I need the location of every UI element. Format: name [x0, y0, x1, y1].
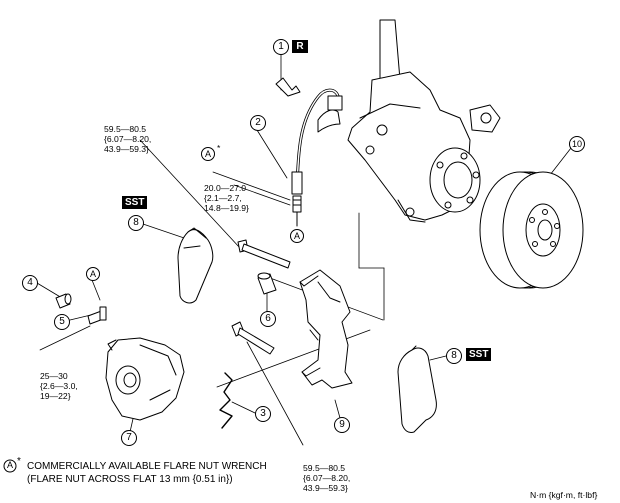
caliper-bracket [299, 269, 353, 389]
bracket-bolt-upper [237, 239, 291, 269]
units-label: N·m {kgf·m, ft·lbf} [530, 490, 598, 500]
legend-line-2: (FLARE NUT ACROSS FLAT 13 mm {0.51 in}) [27, 474, 233, 485]
legend-line-1: COMMERCIALLY AVAILABLE FLARE NUT WRENCH [27, 461, 267, 472]
torque-bleeder: 25—30{2.6—3.0,19—22} [40, 371, 78, 401]
brake-hose [291, 88, 343, 227]
bleeder-cap [55, 293, 72, 309]
callout-10: 10 [569, 136, 585, 152]
legend-asterisk: * [17, 456, 21, 467]
callout-7: 7 [121, 430, 137, 446]
bleeder-screw [87, 306, 107, 325]
sst-badge-right: SST [466, 348, 492, 361]
caliper-body [105, 337, 185, 421]
callout-9: 9 [334, 417, 350, 433]
legend-marker-circle [3, 459, 17, 473]
marker-a-torque: A [201, 147, 215, 161]
callout-2: 2 [250, 115, 266, 131]
callout-5: 5 [54, 314, 70, 330]
marker-a-bleeder: A [86, 267, 100, 281]
marker-a-hose: A [290, 229, 304, 243]
sst-badge-top: SST [122, 196, 148, 209]
guide-pin-bushing [257, 272, 277, 295]
callout-4: 4 [22, 275, 38, 291]
hose-clip [275, 77, 301, 97]
torque-bolt-lower: 59.5—80.5{6.07—8.20,43.9—59.3} [303, 463, 351, 493]
bracket-bolt-lower [231, 321, 275, 355]
callout-1: 1 [273, 39, 289, 55]
disc-pad-inner [177, 227, 214, 304]
spring-clip [219, 372, 233, 429]
callout-6: 6 [260, 311, 276, 327]
legend-marker-a: A [7, 460, 14, 470]
disc-plate [479, 171, 584, 289]
callout-8-inner-pad: 8 [128, 215, 144, 231]
callout-8-outer-pad: 8 [446, 348, 462, 364]
torque-bolt-upper: 59.5—80.5{6.07—8.20,43.9—59.3} [104, 124, 152, 154]
callout-3: 3 [255, 406, 271, 422]
torque-flare-nut: 20.0—27.0{2.1—2.7,14.8—19.9} [204, 183, 249, 213]
asterisk-torque: * [217, 143, 221, 153]
steering-knuckle [347, 19, 501, 223]
replace-badge: R [292, 40, 308, 53]
disc-pad-outer [397, 345, 437, 433]
